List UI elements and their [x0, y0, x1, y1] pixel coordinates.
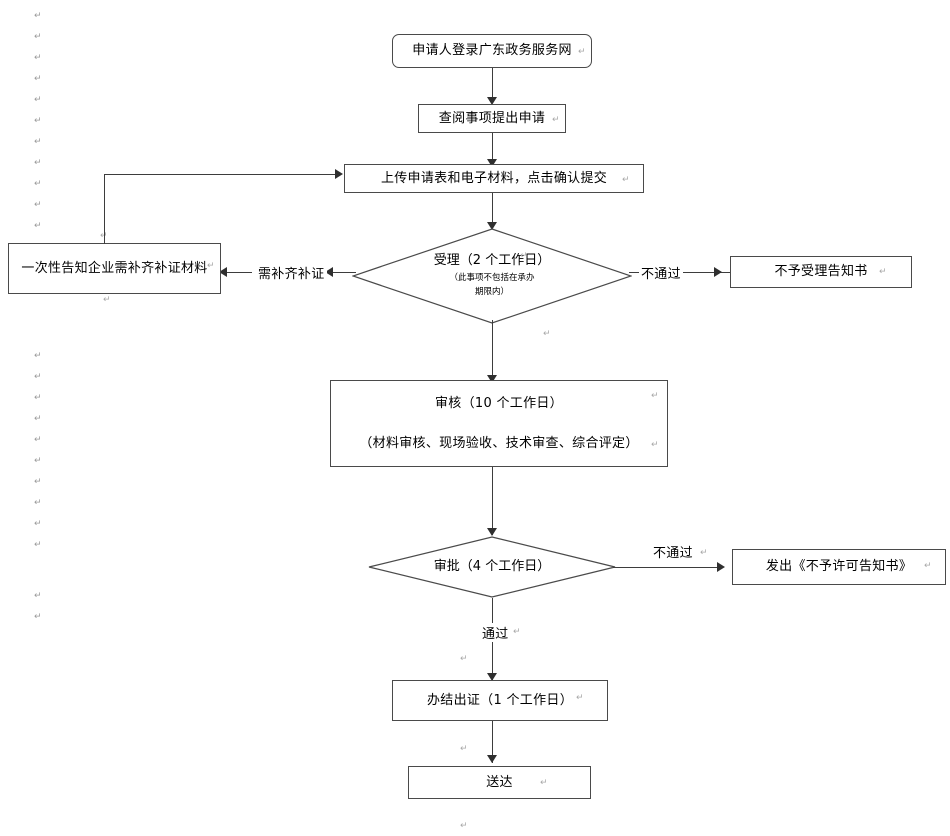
connector-review-approval — [492, 467, 493, 535]
edge-label-not-passed-accept: 不通过 — [639, 263, 683, 282]
paragraph-mark: ↵ — [576, 693, 584, 703]
node-deliver-label: 送达 — [486, 774, 513, 790]
paragraph-mark: ↵ — [34, 612, 42, 622]
paragraph-mark: ↵ — [34, 414, 42, 424]
connector-accept-reject — [629, 272, 759, 273]
arrowhead-down — [487, 159, 497, 167]
paragraph-mark: ↵ — [103, 295, 111, 305]
diamond-shape — [352, 228, 632, 324]
arrowhead-left — [219, 267, 227, 277]
node-notify-supplement[interactable]: 一次性告知企业需补齐补证材料 — [8, 243, 221, 294]
arrowhead-down — [487, 755, 497, 763]
paragraph-mark: ↵ — [460, 821, 468, 831]
paragraph-mark: ↵ — [100, 231, 108, 241]
node-review-label: 审核（10 个工作日） — [435, 396, 563, 411]
paragraph-mark: ↵ — [552, 115, 560, 125]
paragraph-mark: ↵ — [34, 11, 42, 21]
arrowhead-down — [487, 375, 497, 383]
paragraph-mark: ↵ — [513, 627, 521, 637]
node-browse-label: 查阅事项提出申请 — [438, 110, 546, 126]
node-reject-accept-notice-label: 不予受理告知书 — [774, 264, 868, 280]
connector-upload-accept — [492, 193, 493, 228]
connector-feedback-vertical — [104, 174, 105, 244]
connector-accept-supplement-b — [225, 272, 252, 273]
arrowhead-left — [325, 267, 333, 277]
paragraph-mark: ↵ — [34, 221, 42, 231]
paragraph-mark: ↵ — [460, 654, 468, 664]
paragraph-mark: ↵ — [34, 95, 42, 105]
paragraph-mark: ↵ — [622, 175, 630, 185]
node-deliver[interactable]: 送达 — [408, 766, 591, 799]
node-issue-reject-license-label: 发出《不予许可告知书》 — [765, 559, 913, 575]
paragraph-mark: ↵ — [34, 53, 42, 63]
node-upload-label: 上传申请表和电子材料，点击确认提交 — [380, 170, 608, 186]
paragraph-mark: ↵ — [924, 561, 932, 571]
connector-login-browse — [492, 68, 493, 100]
node-reject-accept-notice[interactable]: 不予受理告知书 — [730, 256, 912, 288]
paragraph-mark: ↵ — [34, 32, 42, 42]
paragraph-mark: ↵ — [34, 351, 42, 361]
arrowhead-down — [487, 222, 497, 230]
paragraph-mark: ↵ — [540, 778, 548, 788]
connector-browse-upload — [492, 133, 493, 163]
paragraph-mark: ↵ — [34, 200, 42, 210]
arrowhead-down — [487, 97, 497, 105]
paragraph-mark: ↵ — [34, 498, 42, 508]
connector-accept-review — [492, 320, 493, 382]
paragraph-mark: ↵ — [34, 158, 42, 168]
paragraph-mark: ↵ — [34, 456, 42, 466]
node-approval-decision[interactable]: 审批（4 个工作日） — [368, 536, 616, 598]
paragraph-mark: ↵ — [543, 329, 551, 339]
connector-accept-supplement-a — [330, 272, 356, 273]
arrowhead-down — [487, 673, 497, 681]
paragraph-mark: ↵ — [34, 540, 42, 550]
paragraph-mark: ↵ — [34, 519, 42, 529]
connector-approval-reject — [613, 567, 723, 568]
paragraph-mark: ↵ — [34, 477, 42, 487]
paragraph-mark: ↵ — [700, 548, 708, 558]
arrowhead-right — [714, 267, 722, 277]
node-notify-supplement-label: 一次性告知企业需补齐补证材料 — [21, 260, 208, 276]
paragraph-mark: ↵ — [879, 267, 887, 277]
paragraph-mark: ↵ — [578, 47, 586, 57]
arrowhead-right — [717, 562, 725, 572]
paragraph-mark: ↵ — [460, 744, 468, 754]
node-review[interactable]: 审核（10 个工作日） （材料审核、现场验收、技术审查、综合评定） — [330, 380, 668, 467]
paragraph-mark: ↵ — [34, 137, 42, 147]
node-login-label: 申请人登录广东政务服务网 — [412, 43, 572, 59]
paragraph-mark: ↵ — [34, 74, 42, 84]
paragraph-mark: ↵ — [34, 372, 42, 382]
node-complete[interactable]: 办结出证（1 个工作日） — [392, 680, 608, 721]
node-login[interactable]: 申请人登录广东政务服务网 — [392, 34, 592, 68]
edge-label-need-supplement: 需补齐补证 — [256, 263, 327, 282]
node-accept-decision[interactable]: 受理（2 个工作日） （此事项不包括在承办 期限内） — [352, 228, 632, 324]
paragraph-mark: ↵ — [651, 391, 659, 401]
node-review-sub-label: （材料审核、现场验收、技术审查、综合评定） — [359, 435, 639, 451]
connector-complete-deliver — [492, 721, 493, 763]
paragraph-mark: ↵ — [34, 116, 42, 126]
arrowhead-right — [335, 169, 343, 179]
connector-feedback-horizontal — [104, 174, 336, 175]
paragraph-mark: ↵ — [34, 179, 42, 189]
paragraph-mark: ↵ — [651, 440, 659, 450]
node-complete-label: 办结出证（1 个工作日） — [426, 692, 573, 708]
paragraph-mark: ↵ — [520, 251, 528, 261]
diamond-shape — [368, 536, 616, 598]
paragraph-mark: ↵ — [34, 435, 42, 445]
node-browse[interactable]: 查阅事项提出申请 — [418, 104, 566, 133]
node-upload[interactable]: 上传申请表和电子材料，点击确认提交 — [344, 164, 644, 193]
edge-label-passed: 通过 — [480, 623, 511, 642]
node-issue-reject-license[interactable]: 发出《不予许可告知书》 — [732, 549, 946, 585]
paragraph-mark: ↵ — [34, 591, 42, 601]
edge-label-not-passed-approval: 不通过 — [651, 542, 695, 561]
paragraph-mark: ↵ — [34, 393, 42, 403]
arrowhead-down — [487, 528, 497, 536]
paragraph-mark: ↵ — [207, 261, 215, 271]
